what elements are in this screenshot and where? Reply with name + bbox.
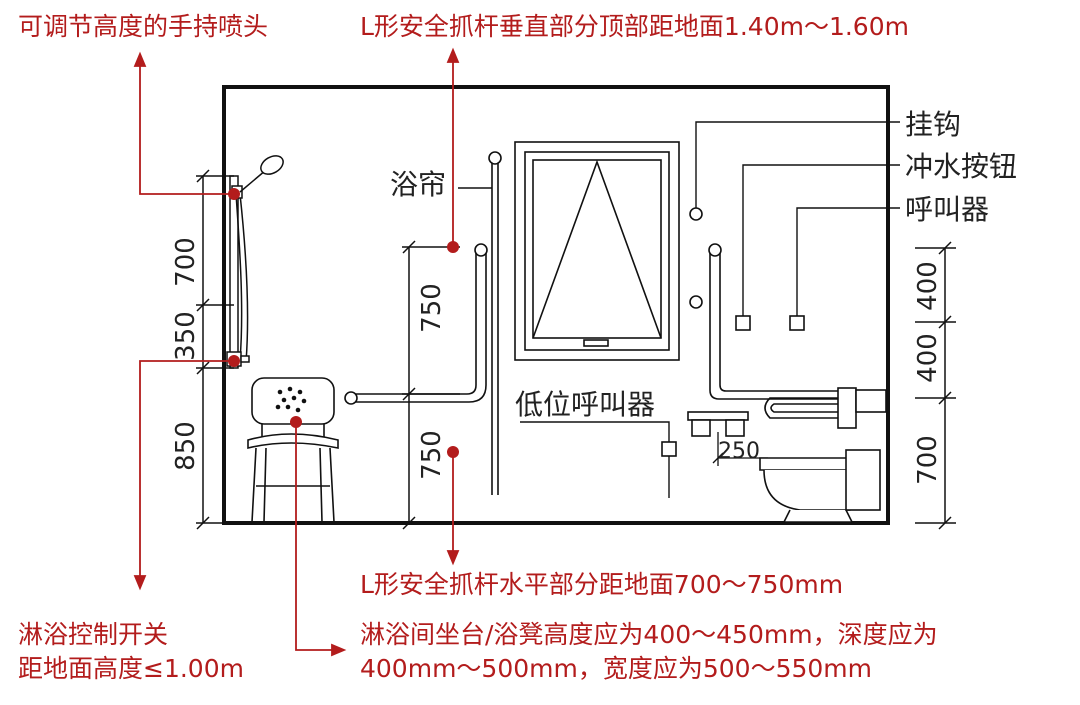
toilet-paper-holder-icon [687, 411, 749, 437]
shower-control-note-line1: 淋浴控制开关 [18, 620, 169, 649]
dim-left-350: 350 [171, 311, 201, 361]
hook-icon [689, 207, 703, 221]
left-dimension-chain [196, 169, 234, 530]
caller-icon [789, 315, 805, 331]
shower-slide-rail [229, 175, 249, 369]
shower-head-marker [228, 188, 240, 200]
shower-control-leader [133, 360, 234, 591]
low-caller-icon [661, 441, 677, 457]
hook-label: 挂钩 [905, 108, 962, 141]
seat-marker [290, 416, 302, 428]
dim-center-750-top: 750 [417, 283, 447, 333]
dim-left-850: 850 [171, 421, 201, 471]
shower-head-note: 可调节高度的手持喷头 [18, 12, 269, 41]
low-caller-label: 低位呼叫器 [515, 388, 656, 421]
right-dimension-chain [915, 241, 956, 530]
horizontal-bar-note: L形安全抓杆水平部分距地面700～750mm [360, 570, 844, 599]
flush-button-icon [735, 315, 751, 331]
low-caller-leader [520, 421, 670, 442]
flush-button-label: 冲水按钮 [905, 150, 1018, 183]
seat-note-line1: 淋浴间坐台/浴凳高度应为400～450mm，深度应为 [360, 620, 938, 649]
horizontal-bar-marker [447, 446, 459, 458]
vertical-bar-note: L形安全抓杆垂直部分顶部距地面1.40m～1.60m [360, 12, 909, 41]
flush-button-leader [742, 164, 900, 316]
seat-drain-holes [275, 386, 307, 413]
shower-control-marker [228, 355, 240, 367]
window-icon [514, 141, 680, 361]
shower-control-note-line2: 距地面高度≤1.00m [18, 654, 244, 683]
vertical-bar-marker [447, 241, 459, 253]
dim-right-700: 700 [913, 435, 943, 485]
vertical-bar-leader [446, 47, 460, 247]
curtain-rod [458, 151, 502, 495]
hook-leader [695, 121, 900, 208]
horizontal-bar-leader [446, 452, 460, 566]
right-l-grab-bar [708, 243, 846, 400]
fold-down-grab-bar [764, 387, 887, 429]
dim-toilet-250: 250 [718, 439, 760, 464]
dim-right-400-top: 400 [913, 261, 943, 311]
toilet-icon [759, 449, 881, 523]
caller-label: 呼叫器 [905, 193, 990, 226]
small-fixture-icon [689, 295, 703, 309]
dim-center-750-bottom: 750 [417, 430, 447, 480]
dim-right-400-mid: 400 [913, 333, 943, 383]
caller-leader [796, 207, 900, 316]
shower-head-leader [133, 51, 234, 195]
seat-leader [295, 422, 347, 657]
curtain-label: 浴帘 [390, 168, 447, 201]
shower-head-icon [231, 155, 284, 199]
dim-left-700: 700 [171, 237, 201, 287]
seat-note-line2: 400mm～500mm，宽度应为500～550mm [360, 654, 872, 683]
left-l-grab-bar [344, 243, 488, 405]
